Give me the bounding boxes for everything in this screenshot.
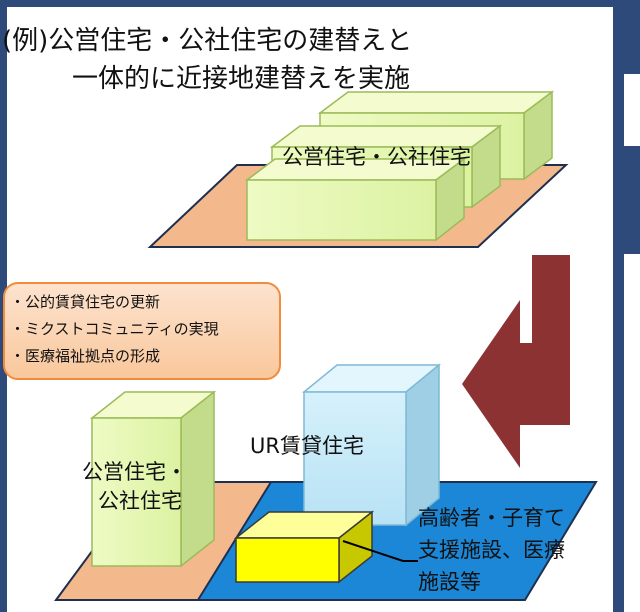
benefit-item-3: ・医療福祉拠点の形成 <box>10 347 161 365</box>
ur-rental-label: UR賃貸住宅 <box>250 434 364 458</box>
title-line-2: 一体的に近接地建替えを実施 <box>72 64 411 94</box>
benefits-callout <box>3 282 281 380</box>
benefit-item-1: ・公的賃貸住宅の更新 <box>10 293 161 311</box>
ur-rental-building <box>301 363 442 527</box>
benefit-item-2: ・ミクストコミュニティの実現 <box>10 320 219 338</box>
transition-arrow <box>462 255 570 468</box>
before-building-label: 公営住宅・公社住宅 <box>282 145 471 169</box>
public-housing-label-line-1: 公営住宅・ <box>82 460 187 484</box>
facility-label-line-1: 高齢者・子育て <box>418 506 565 530</box>
building-front <box>244 157 467 242</box>
support-facility-building <box>233 510 375 584</box>
facility-label-line-3: 施設等 <box>418 570 481 594</box>
title-line-1: (例)公営住宅・公社住宅の建替えと <box>2 26 413 56</box>
facility-leader-line <box>342 540 418 562</box>
facility-label-line-2: 支援施設、医療 <box>418 538 565 562</box>
public-housing-building <box>89 390 217 568</box>
public-housing-label-line-2: 公社住宅 <box>98 489 182 513</box>
